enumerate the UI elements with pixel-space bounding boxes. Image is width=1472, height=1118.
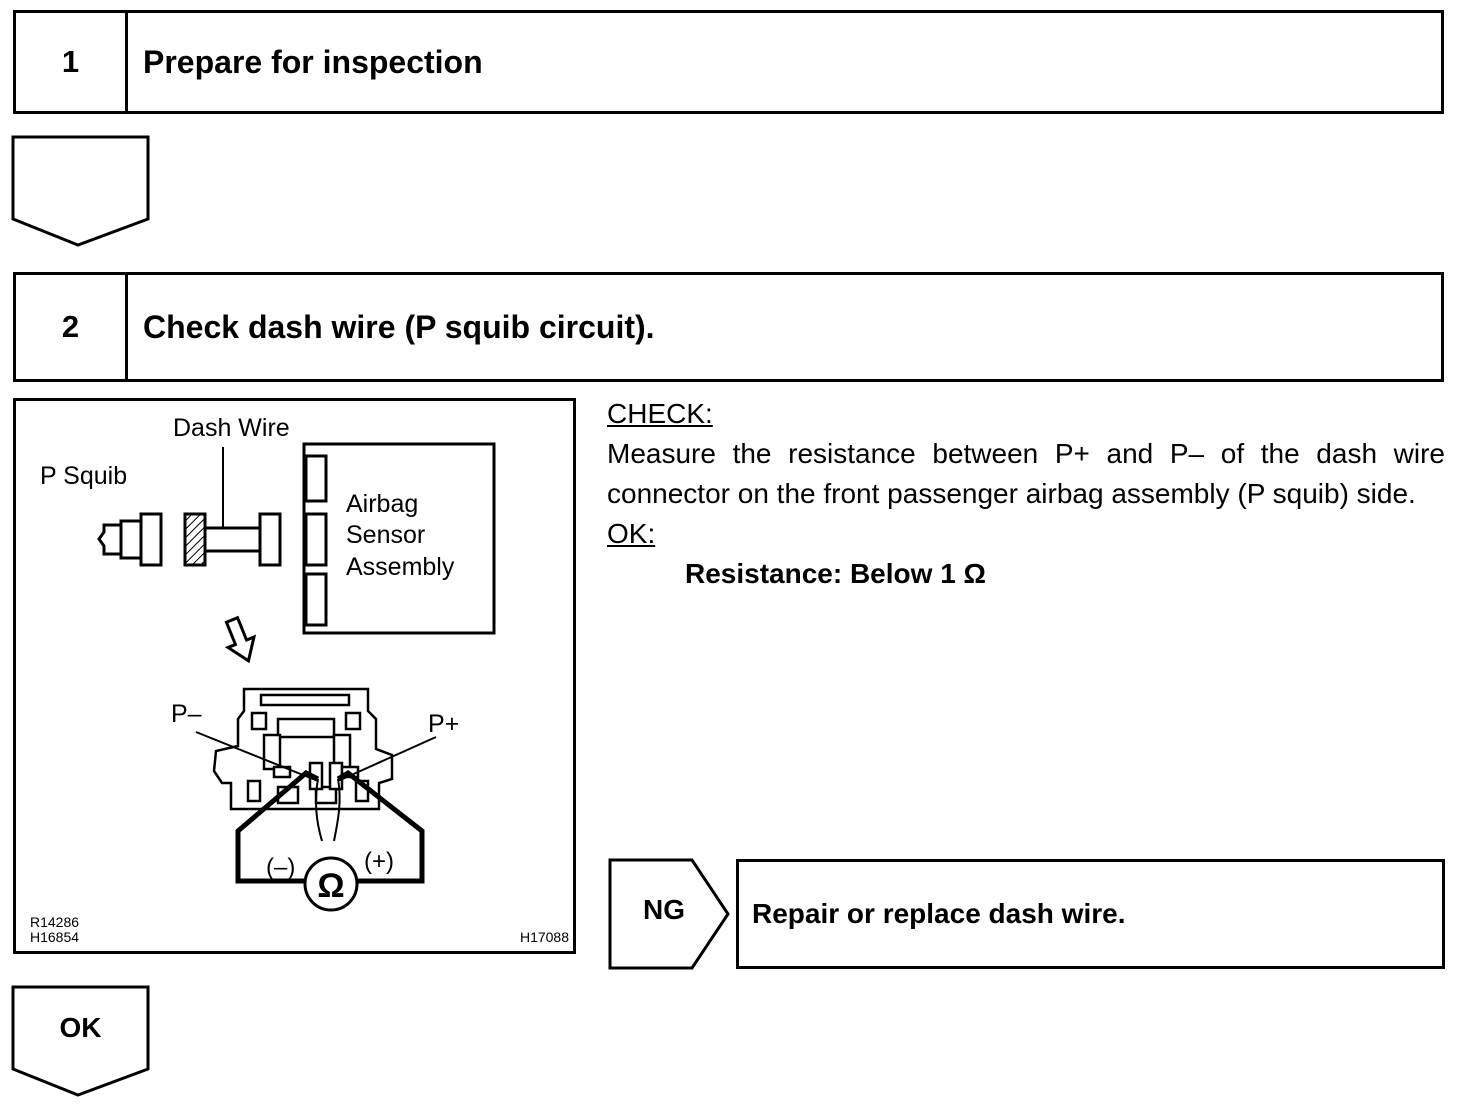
meter-plus-label: (+) <box>364 848 394 875</box>
figure-code-3: H17088 <box>520 929 569 945</box>
check-section: CHECK: Measure the resistance between P+… <box>607 394 1445 594</box>
view-arrow-icon <box>224 615 257 664</box>
p-plus-label: P+ <box>428 710 459 738</box>
flow-arrow-down <box>11 135 150 247</box>
ohm-icon: Ω <box>317 867 344 905</box>
step-2-title: Check dash wire (P squib circuit). <box>143 308 655 345</box>
p-squib-connector <box>97 512 163 567</box>
p-minus-label: P– <box>171 700 202 728</box>
step-2-number: 2 <box>16 275 128 379</box>
ohmmeter <box>303 856 359 912</box>
ok-flow-arrow <box>11 985 150 1097</box>
step-1-number: 1 <box>16 13 128 111</box>
probe-leads <box>235 769 425 884</box>
ok-arrow-label: OK <box>59 1012 102 1043</box>
step-2-box: 2 Check dash wire (P squib circuit). <box>13 272 1444 382</box>
p-minus-leader <box>195 731 319 782</box>
airbag-label-line2: Sensor <box>346 521 425 549</box>
airbag-label-line1: Airbag <box>346 490 418 518</box>
ng-action-text: Repair or replace dash wire. <box>752 898 1126 929</box>
p-squib-label: P Squib <box>40 462 127 490</box>
airbag-label-line3: Assembly <box>346 553 455 581</box>
check-body: Measure the resistance between P+ and P–… <box>607 438 1445 509</box>
step-1-title: Prepare for inspection <box>143 43 483 80</box>
p-plus-leader <box>337 736 437 782</box>
inspection-figure: Dash Wire P Squib Airbag S <box>13 398 576 954</box>
ok-heading: OK: <box>607 518 656 549</box>
dash-wire-label: Dash Wire <box>173 414 290 442</box>
ng-action-box: Repair or replace dash wire. <box>736 859 1445 969</box>
figure-code-1: R14286 <box>30 914 79 930</box>
figure-code-2: H16854 <box>30 929 79 945</box>
ok-spec: Resistance: Below 1 Ω <box>685 558 986 589</box>
ng-label: NG <box>643 894 685 925</box>
airbag-sensor-assembly <box>302 442 496 635</box>
check-heading: CHECK: <box>607 398 713 429</box>
ng-arrow <box>608 858 730 970</box>
dash-wire-connector <box>183 512 282 567</box>
meter-minus-label: (–) <box>266 854 295 881</box>
step-1-box: 1 Prepare for inspection <box>13 10 1444 114</box>
